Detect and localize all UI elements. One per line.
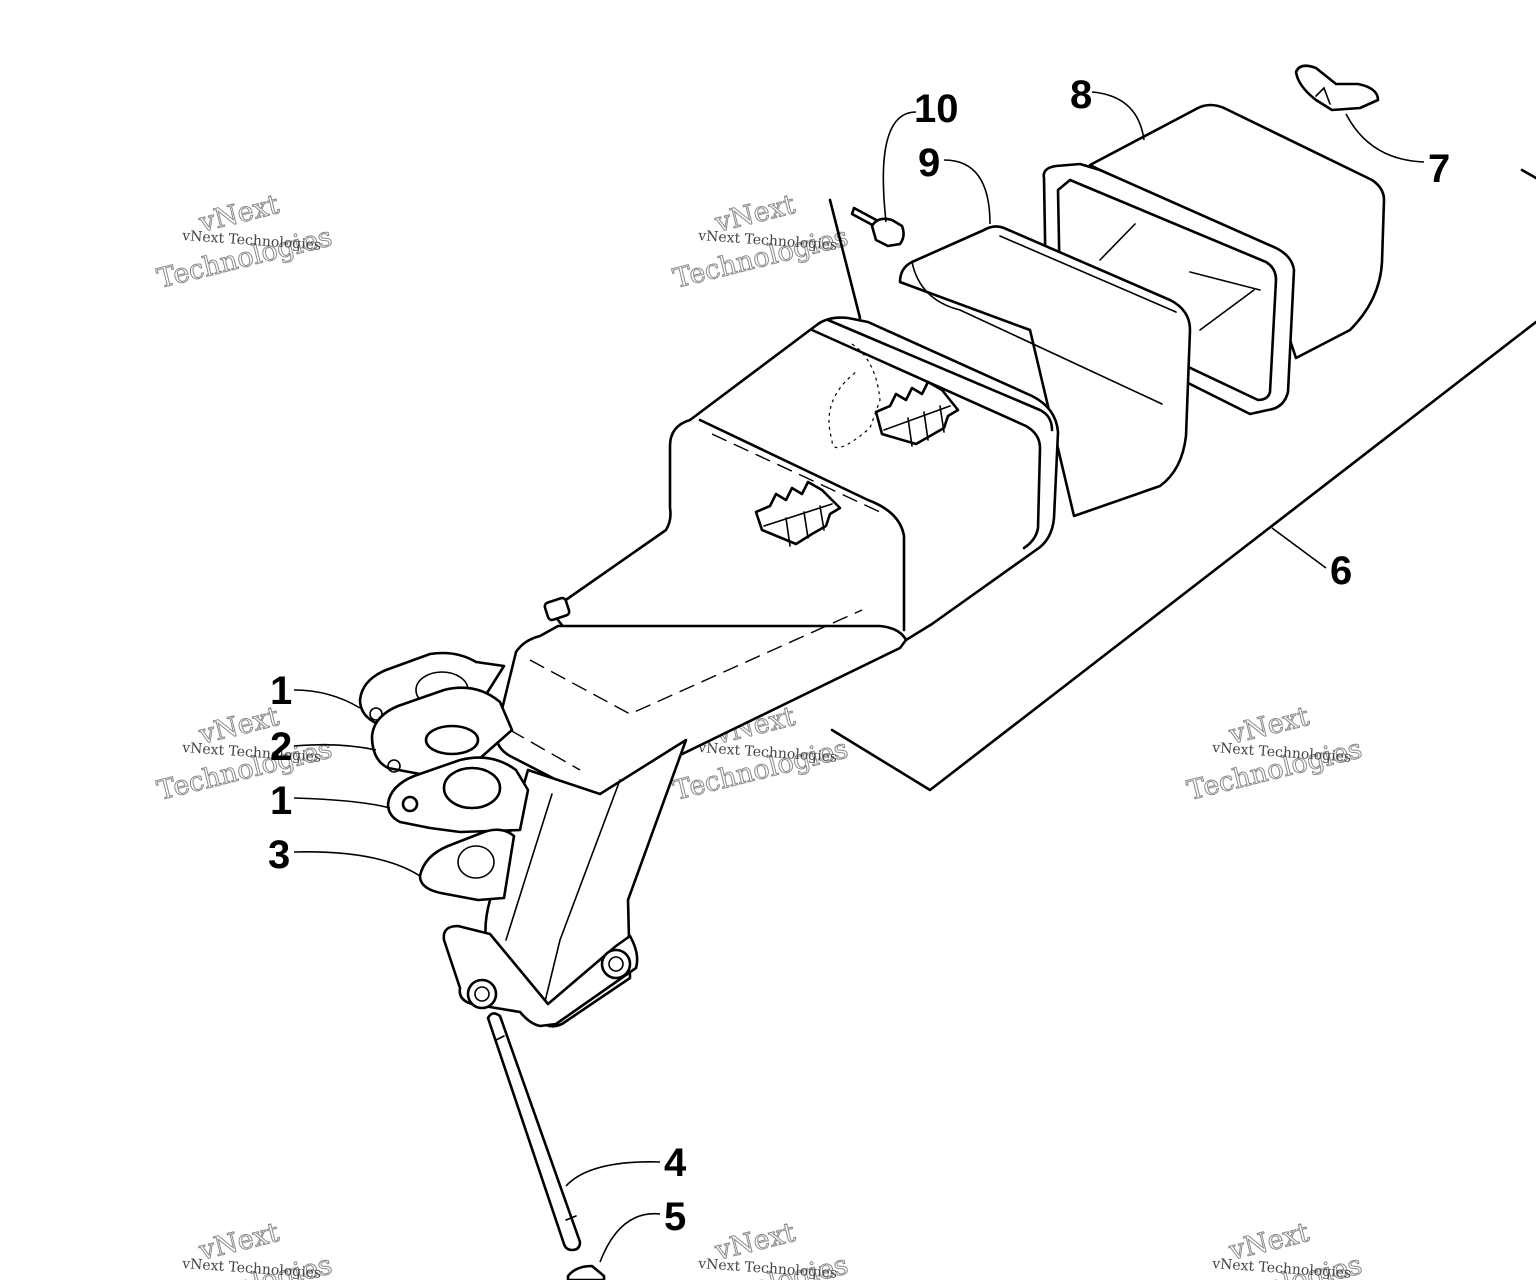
callout-6: 6 — [1330, 549, 1352, 593]
gasket-1-bottom — [386, 756, 530, 834]
latch-clip-lower — [754, 480, 842, 547]
nut-5 — [566, 1264, 606, 1282]
callout-2: 2 — [270, 725, 292, 769]
callout-7: 7 — [1428, 147, 1450, 191]
callout-10: 10 — [914, 87, 959, 131]
callout-4: 4 — [664, 1141, 687, 1185]
callout-labels: 1 2 1 3 4 5 6 7 8 9 10 — [268, 73, 1450, 1239]
stud-4 — [486, 1012, 582, 1252]
assembly-bracket-6 — [828, 168, 1536, 792]
callout-1-top: 1 — [270, 669, 292, 713]
callout-3: 3 — [268, 833, 290, 877]
bolt-10 — [850, 206, 905, 248]
gasket-3 — [418, 828, 516, 902]
latch-clip-upper — [874, 380, 960, 447]
wing-nut-7 — [1294, 64, 1380, 112]
callout-1-bottom: 1 — [270, 779, 292, 823]
boot-9 — [898, 225, 1192, 518]
leader-lines — [293, 91, 1425, 1263]
callout-8: 8 — [1070, 73, 1092, 117]
callout-5: 5 — [664, 1195, 686, 1239]
air-box-8 — [1042, 103, 1386, 416]
air-silencer-duct — [442, 316, 1060, 1028]
callout-9: 9 — [918, 141, 940, 185]
gasket-2 — [370, 686, 514, 776]
